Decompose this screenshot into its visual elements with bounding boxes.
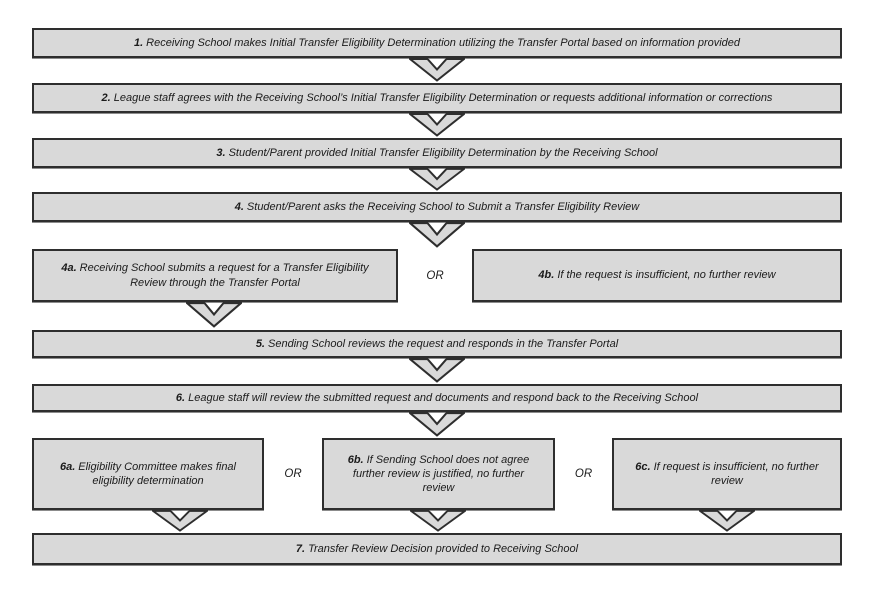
- down-arrow-icon: [410, 510, 466, 532]
- flow-box-4b: 4b.If the request is insufficient, no fu…: [472, 249, 842, 302]
- box-number: 2.: [101, 91, 111, 104]
- or-label: OR: [426, 269, 444, 282]
- box-text: If request is insufficient, no further r…: [653, 460, 819, 487]
- connector-row: [32, 168, 842, 192]
- flow-box-7: 7.Transfer Review Decision provided to R…: [32, 533, 842, 565]
- box-text: League staff agrees with the Receiving S…: [113, 91, 773, 104]
- flow-box-6: 6.League staff will review the submitted…: [32, 384, 842, 412]
- box-number: 6.: [175, 391, 186, 404]
- box-number: 1.: [133, 36, 144, 49]
- down-arrow-icon: [699, 510, 755, 532]
- down-arrow-icon: [409, 358, 465, 383]
- box-text: Student/Parent asks the Receiving School…: [246, 200, 640, 213]
- connector-row: [32, 412, 842, 438]
- box-number: 3.: [216, 146, 226, 159]
- down-arrow-icon: [409, 113, 465, 137]
- connector-row: [32, 358, 842, 384]
- box-number: 6b.: [347, 453, 364, 466]
- flow-box-5: 5.Sending School reviews the request and…: [32, 330, 842, 358]
- connector-row: [32, 222, 842, 249]
- flow-box-6c: 6c.If request is insufficient, no furthe…: [612, 438, 842, 510]
- decision-row-6: 6a.Eligibility Committee makes final eli…: [32, 438, 842, 510]
- down-arrow-icon: [409, 58, 465, 82]
- flow-box-1: 1.Receiving School makes Initial Transfe…: [32, 28, 842, 58]
- box-text: If the request is insufficient, no furth…: [557, 269, 776, 282]
- flow-box-4a: 4a.Receiving School submits a request fo…: [32, 249, 398, 302]
- flow-box-6a: 6a.Eligibility Committee makes final eli…: [32, 438, 264, 510]
- box-number: 4a.: [61, 262, 77, 275]
- flow-box-2: 2.League staff agrees with the Receiving…: [32, 83, 842, 113]
- down-arrow-icon: [152, 510, 208, 532]
- down-arrow-icon: [409, 222, 465, 248]
- box-number: 5.: [255, 337, 265, 350]
- connector-row: [32, 58, 842, 83]
- box-text: Student/Parent provided Initial Transfer…: [228, 146, 658, 159]
- box-number: 4.: [234, 200, 244, 213]
- box-number: 6a.: [59, 460, 76, 473]
- box-text: Transfer Review Decision provided to Rec…: [308, 542, 579, 555]
- box-text: If Sending School does not agree further…: [352, 453, 530, 495]
- box-number: 4b.: [538, 269, 555, 282]
- decision-row-4: 4a.Receiving School submits a request fo…: [32, 249, 842, 302]
- flow-box-3: 3.Student/Parent provided Initial Transf…: [32, 138, 842, 168]
- connector-row: [32, 510, 842, 533]
- flow-box-4: 4.Student/Parent asks the Receiving Scho…: [32, 192, 842, 222]
- box-number: 7.: [295, 542, 306, 555]
- or-label: OR: [284, 468, 302, 480]
- box-text: Eligibility Committee makes final eligib…: [78, 460, 236, 487]
- box-number: 6c.: [635, 460, 651, 473]
- or-label: OR: [574, 468, 593, 480]
- box-text: League staff will review the submitted r…: [188, 391, 699, 404]
- connector-row: [32, 113, 842, 138]
- connector-row: [32, 302, 842, 330]
- box-text: Receiving School makes Initial Transfer …: [146, 36, 741, 49]
- box-text: Receiving School submits a request for a…: [79, 262, 369, 289]
- box-text: Sending School reviews the request and r…: [268, 337, 619, 350]
- flow-box-6b: 6b.If Sending School does not agree furt…: [322, 438, 555, 510]
- down-arrow-icon: [186, 302, 242, 328]
- down-arrow-icon: [409, 412, 465, 437]
- down-arrow-icon: [409, 168, 465, 191]
